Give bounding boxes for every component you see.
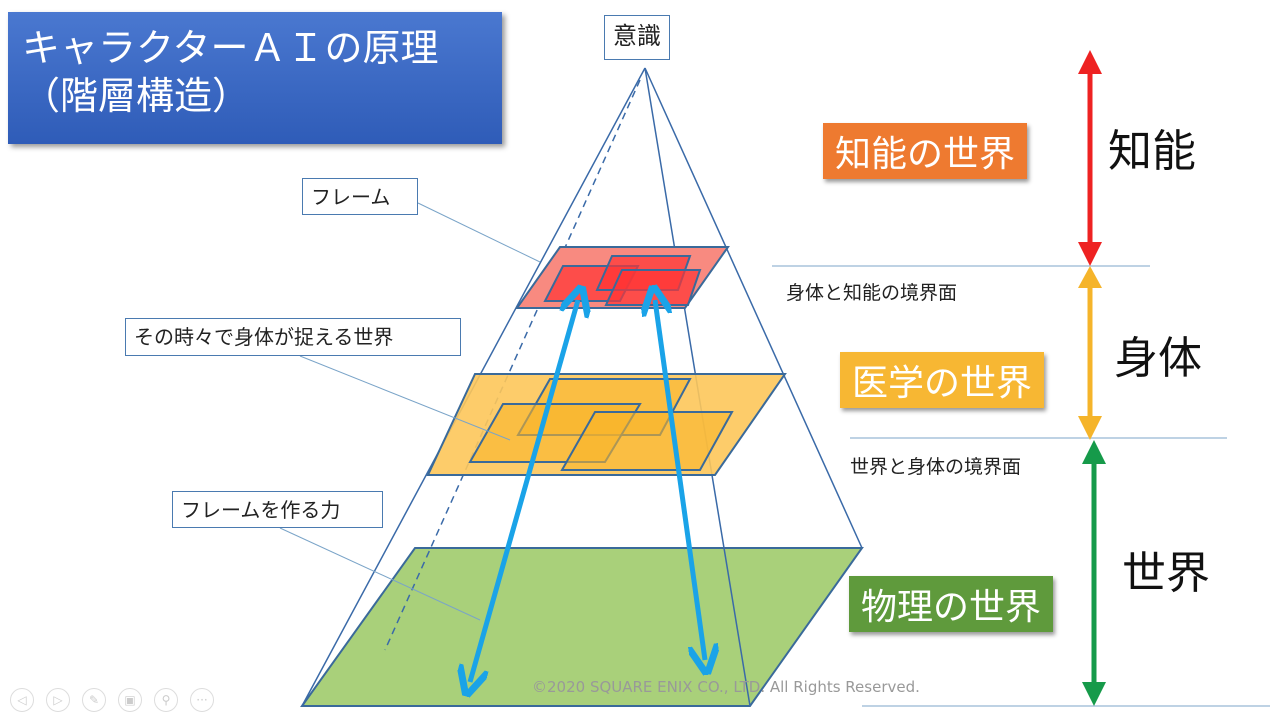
callout-world-captured: その時々で身体が捉える世界 bbox=[125, 318, 461, 356]
copyright: ©2020 SQUARE ENIX CO., LTD. All Rights R… bbox=[532, 678, 920, 696]
callout-frame-power: フレームを作る力 bbox=[172, 491, 383, 528]
slides-view-button[interactable]: ▣ bbox=[118, 688, 142, 712]
blue-arrow bbox=[470, 300, 578, 682]
callout-frame: フレーム bbox=[302, 178, 418, 215]
prev-slide-button[interactable]: ◁ bbox=[10, 688, 34, 712]
title-line1: キャラクターＡＩの原理 bbox=[22, 26, 439, 70]
label-body: 身体 bbox=[1114, 333, 1202, 384]
apex-label: 意識 bbox=[604, 15, 670, 60]
more-options-button[interactable]: ··· bbox=[190, 688, 214, 712]
next-slide-button[interactable]: ▷ bbox=[46, 688, 70, 712]
pen-tool-button[interactable]: ✎ bbox=[82, 688, 106, 712]
medical-world-badge: 医学の世界 bbox=[840, 352, 1045, 408]
physical-world-badge: 物理の世界 bbox=[849, 576, 1054, 632]
slide-title: キャラクターＡＩの原理（階層構造） bbox=[8, 12, 502, 144]
body-arrow bbox=[1078, 266, 1102, 440]
world-arrow bbox=[1082, 440, 1106, 706]
boundary-body-intelligence: 身体と知能の境界面 bbox=[786, 282, 958, 304]
blue-arrow bbox=[655, 300, 705, 660]
label-intelligence: 知能 bbox=[1108, 126, 1196, 177]
intelligence-world-badge: 知能の世界 bbox=[823, 123, 1028, 179]
label-world: 世界 bbox=[1122, 548, 1210, 599]
zoom-button[interactable]: ⚲ bbox=[154, 688, 178, 712]
title-line2: （階層構造） bbox=[22, 74, 251, 118]
intelligence-arrow bbox=[1078, 50, 1102, 266]
boundary-world-body: 世界と身体の境界面 bbox=[850, 456, 1022, 478]
